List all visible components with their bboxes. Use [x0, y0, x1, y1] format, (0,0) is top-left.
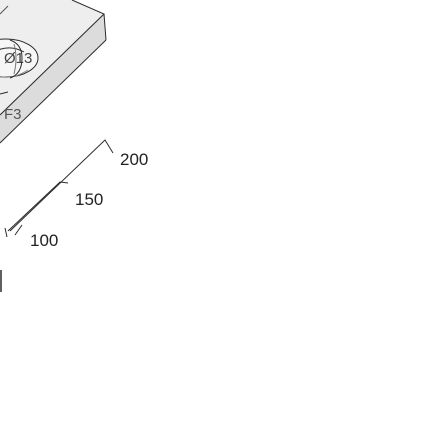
hole-feature-2 — [0, 39, 23, 95]
block-part — [0, 0, 107, 144]
hole-feature: Ø13 — [0, 38, 39, 78]
block-top-face — [0, 0, 104, 115]
dimension-label-150: 150 — [75, 190, 103, 209]
dimension-label-200: 200 — [120, 150, 148, 169]
block-left-edge — [0, 5, 9, 15]
block-side-face — [0, 14, 106, 143]
face-label: F3 — [4, 106, 22, 123]
tick-mark — [4, 227, 8, 238]
hole2-outline — [9, 39, 23, 79]
block-vertical-edge — [103, 13, 107, 41]
leader-100 — [14, 224, 23, 236]
hole-depth-arc — [0, 69, 29, 78]
dimension-leaders — [0, 139, 114, 292]
dimension-label-100: 100 — [30, 231, 58, 250]
hole2-bottom — [0, 91, 9, 95]
block-bottom-edge — [0, 39, 107, 144]
leader-150 — [7, 181, 69, 232]
leader-200 — [9, 139, 114, 232]
hole2-inner — [13, 43, 17, 75]
hole-diameter-label: Ø13 — [4, 50, 32, 67]
